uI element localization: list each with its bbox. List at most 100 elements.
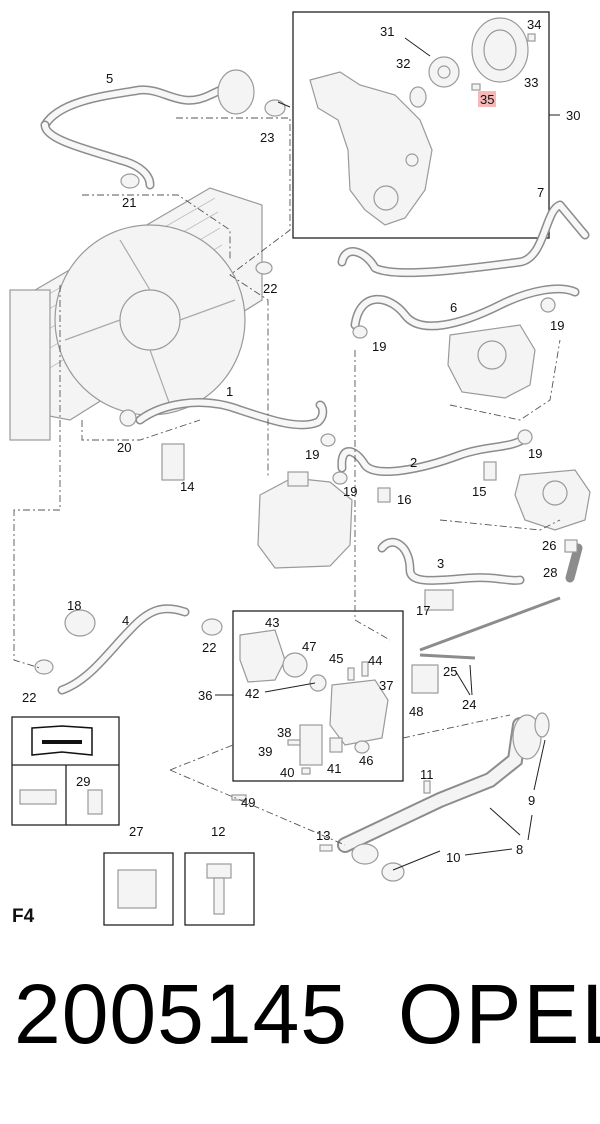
throttle-bore-upper [477,340,507,370]
hoses [40,69,590,882]
highlight-35 [478,91,496,107]
callout-8: 8 [516,842,523,857]
callout-19d: 19 [343,484,357,499]
clamp-23 [264,99,286,117]
fan-hub [119,289,181,351]
bolt-40 [301,767,311,775]
dash-h [169,744,234,771]
callout-37: 37 [379,678,393,693]
callout-24: 24 [462,697,476,712]
hose-1-inner [137,399,326,428]
hose-2-inner [338,437,525,475]
callout-22c: 22 [22,690,36,705]
gasket-9 [534,712,550,738]
bolt-34 [527,33,536,42]
leader-24 [454,669,471,696]
callout-5: 5 [106,71,113,86]
clamp-26 [564,539,578,553]
bolt-head-12 [206,863,232,879]
callout-38: 38 [277,725,291,740]
sensor-15 [483,461,497,481]
callout-22a: 22 [263,281,277,296]
thermostat-42 [309,674,327,692]
callout-21: 21 [122,195,136,210]
egr-housing-37 [329,679,389,746]
clamp-22-top [255,261,273,275]
callouts: 1 2 3 4 5 6 7 8 9 10 11 12 13 14 15 16 1… [22,17,580,865]
clamp-22-mid [201,618,223,636]
seal-46 [354,740,370,754]
leader-lines [215,101,546,871]
hose-5b-inner [42,122,153,188]
valve-17 [424,589,454,611]
callout-30: 30 [566,108,580,123]
callout-16: 16 [397,492,411,507]
callout-43: 43 [265,615,279,630]
callout-26: 26 [542,538,556,553]
clip-16 [377,487,391,503]
leader-24b [469,664,473,696]
hose-6-inner [352,285,578,329]
callout-14: 14 [180,479,194,494]
callout-42: 42 [245,686,259,701]
throttle-bore-lower [542,480,568,506]
callout-19a: 19 [550,318,564,333]
callout-46: 46 [359,753,373,768]
dash-a [176,117,291,478]
clamp-19-b [352,325,368,339]
callout-13: 13 [316,828,330,843]
book-icon [31,725,93,756]
dash-c [13,285,61,669]
callout-34: 34 [527,17,541,32]
callout-15: 15 [472,484,486,499]
dash-d [81,419,201,441]
callout-6: 6 [450,300,457,315]
callout-7: 7 [537,185,544,200]
callout-19b: 19 [372,339,386,354]
callout-33: 33 [524,75,538,90]
sensor-41 [329,737,343,753]
leader-8b [527,814,533,841]
pipe-24 [419,596,561,652]
leader-42 [264,682,316,693]
leader-10b [464,848,513,856]
hose-5-inner [42,85,228,128]
clip-27 [117,869,157,909]
callout-48: 48 [409,704,423,719]
bracket-14 [161,443,185,481]
callout-31: 31 [380,24,394,39]
bolt-box-12 [184,852,255,926]
assembly-lines [13,117,561,846]
sensor-29 [87,789,103,815]
callout-2: 2 [410,455,417,470]
expansion-tank-cap [287,471,309,487]
callout-29: 29 [76,774,90,789]
bolt-shank-12 [213,877,225,915]
dash-j [402,714,511,739]
sensor-44 [361,661,369,677]
gasket-32 [409,86,427,108]
hose-4-inner [59,605,188,693]
bolt-13 [319,844,333,852]
callout-9: 9 [528,793,535,808]
leader-9 [533,739,546,791]
dash-f [449,339,561,421]
section-label: F4 [12,906,35,927]
bolt-39 [287,739,301,746]
dash-e [354,350,391,641]
brand-name: OPEL [398,967,600,1061]
gasket-48 [411,664,439,694]
callout-25: 25 [443,664,457,679]
dash-g [439,519,561,531]
callout-19e: 19 [528,446,542,461]
callout-1: 1 [226,384,233,399]
gasket-47 [282,652,308,678]
callout-28: 28 [543,565,557,580]
hose-3-inner [379,539,523,584]
callout-49: 49 [241,795,255,810]
pump-housing [309,71,433,226]
callout-4: 4 [122,613,129,628]
callout-11: 11 [420,767,434,782]
leader-10 [392,850,441,871]
housing-port [405,153,419,167]
